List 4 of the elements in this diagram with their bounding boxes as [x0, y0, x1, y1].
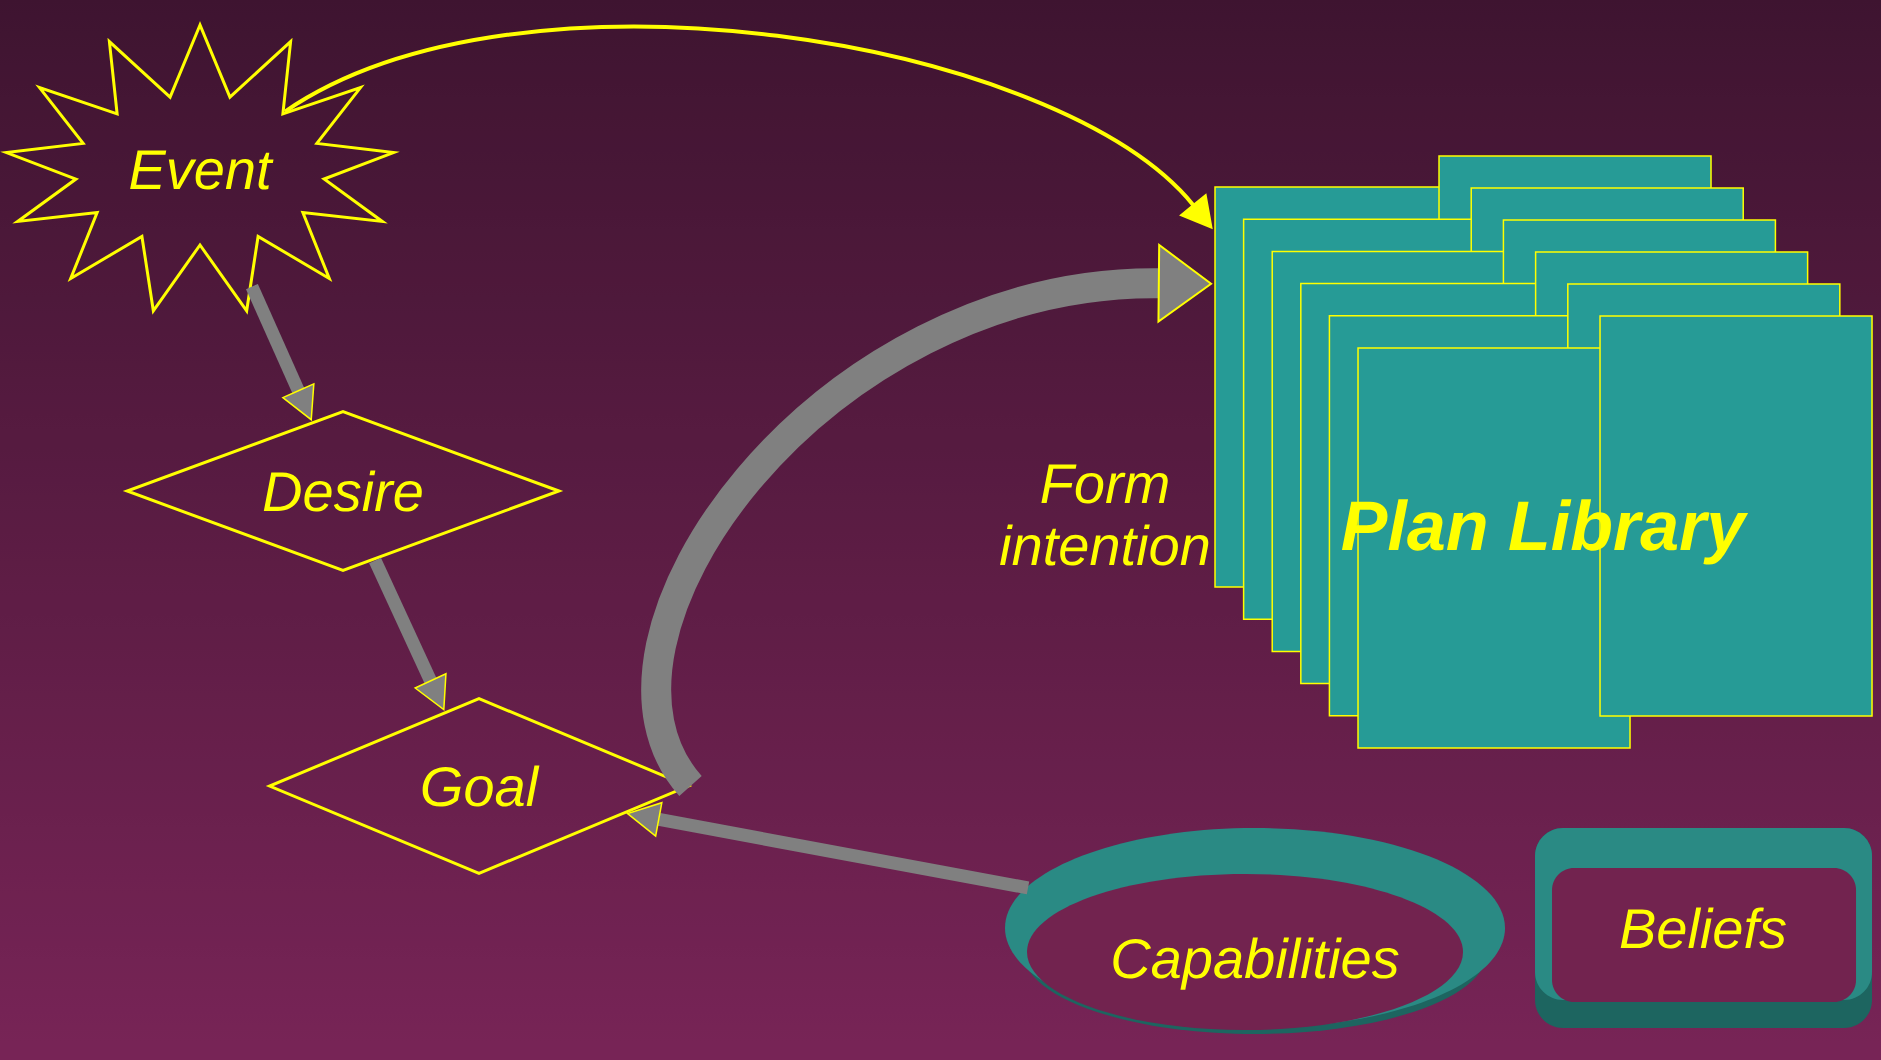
- edge-label: Form intention: [1000, 464, 1209, 566]
- block-arrow: [641, 243, 1213, 794]
- rounded-box: Beliefs: [1535, 828, 1873, 1028]
- block-arrow: [626, 801, 1030, 895]
